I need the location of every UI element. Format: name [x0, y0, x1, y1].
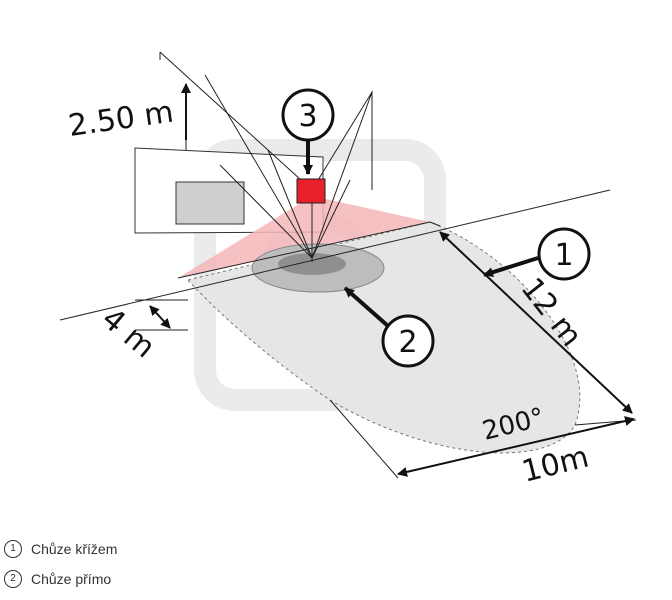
projection-line-f [267, 149, 313, 259]
height-label: 2.50 m [66, 95, 175, 144]
legend-number: 2 [4, 570, 22, 588]
legend-label: Chůze křížem [31, 541, 118, 557]
width-arrow [149, 305, 171, 329]
legend-item: 2 Chůze přímo [4, 564, 117, 594]
callout-2-circle [381, 314, 435, 368]
legend-item: 1 Chůze křížem [4, 534, 117, 564]
span-arrow [397, 416, 635, 477]
callout-1-arrow [483, 256, 539, 278]
inner-zone-core [278, 253, 346, 275]
callout-1-number: 1 [554, 238, 573, 273]
length-arrow [439, 231, 633, 414]
callout-3-number: 3 [298, 99, 317, 134]
callout-2-arrow [343, 286, 390, 328]
projection-line-d [311, 91, 373, 259]
length-ext [429, 221, 441, 227]
span-ext-a [329, 399, 399, 479]
projection-line-g [311, 179, 351, 259]
floor-line-front [59, 189, 611, 321]
width-label: 4 m [95, 301, 162, 365]
callout-2-number: 2 [398, 325, 417, 360]
sensor-icon [296, 178, 326, 204]
legend-label: Chůze přímo [31, 571, 112, 587]
projection-frame [159, 51, 373, 191]
projection-line-e [219, 164, 313, 259]
legend: 1 Chůze křížem 2 Chůze přímo [4, 534, 117, 594]
projection-line-b [204, 74, 313, 259]
legend-number: 1 [4, 540, 22, 558]
detection-cone [178, 196, 430, 278]
wall-window [175, 181, 245, 225]
callout-1-circle [537, 227, 591, 281]
